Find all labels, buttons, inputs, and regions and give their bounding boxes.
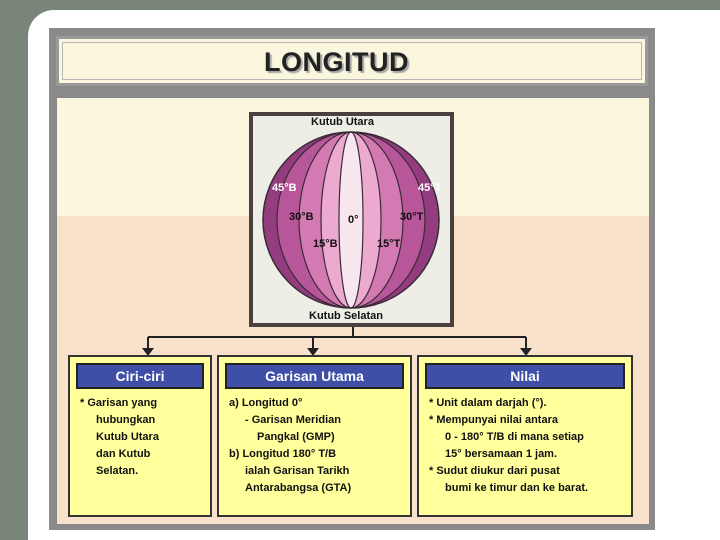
box-main-lines: Garisan Utama a) Longitud 0° - Garisan M… [217,355,412,517]
box-line: dan Kutub [96,448,151,460]
box-line: * Garisan yang [80,397,158,409]
box-line: 0 - 180° T/B di mana setiap [445,431,584,443]
box-heading: Ciri-ciri [76,363,204,389]
longitude-45e-label: 45°T [418,182,442,194]
box-line: - Garisan Meridian [245,414,341,426]
box-line: a) Longitud 0° [229,397,303,409]
box-line: bumi ke timur dan ke barat. [445,482,589,494]
box-line: hubungkan [96,414,156,426]
longitude-45w-label: 45°B [272,182,297,194]
box-line: b) Longitud 180° T/B [229,448,337,460]
box-line: 15° bersamaan 1 jam. [445,448,558,460]
box-heading: Nilai [425,363,625,389]
south-pole-label: Kutub Selatan [309,310,383,322]
box-line: * Unit dalam darjah (°). [429,397,547,409]
box-body: * Unit dalam darjah (°). * Mempunyai nil… [419,389,631,497]
box-line: * Sudut diukur dari pusat [429,465,560,477]
globe-frame: Kutub Utara Kutub Selatan 45°B 45°T 30°B… [249,112,454,327]
longitude-15w-label: 15°B [313,238,338,250]
box-characteristics: Ciri-ciri * Garisan yang hubungkan Kutub… [68,355,212,517]
box-line: ialah Garisan Tarikh [245,465,350,477]
north-pole-label: Kutub Utara [311,116,374,128]
longitude-30w-label: 30°B [289,211,314,223]
box-line: Pangkal (GMP) [257,431,335,443]
box-line: Antarabangsa (GTA) [245,482,352,494]
box-body: a) Longitud 0° - Garisan Meridian Pangka… [219,389,410,497]
box-line: Kutub Utara [96,431,159,443]
title-banner: LONGITUD [56,36,648,86]
box-body: * Garisan yang hubungkan Kutub Utara dan… [70,389,210,480]
longitude-30e-label: 30°T [400,211,424,223]
box-values: Nilai * Unit dalam darjah (°). * Mempuny… [417,355,633,517]
box-line: Selatan. [96,465,139,477]
globe-illustration [262,131,440,309]
box-line: * Mempunyai nilai antara [429,414,558,426]
box-heading: Garisan Utama [225,363,404,389]
longitude-15e-label: 15°T [377,238,401,250]
prime-meridian-label: 0° [348,214,359,226]
